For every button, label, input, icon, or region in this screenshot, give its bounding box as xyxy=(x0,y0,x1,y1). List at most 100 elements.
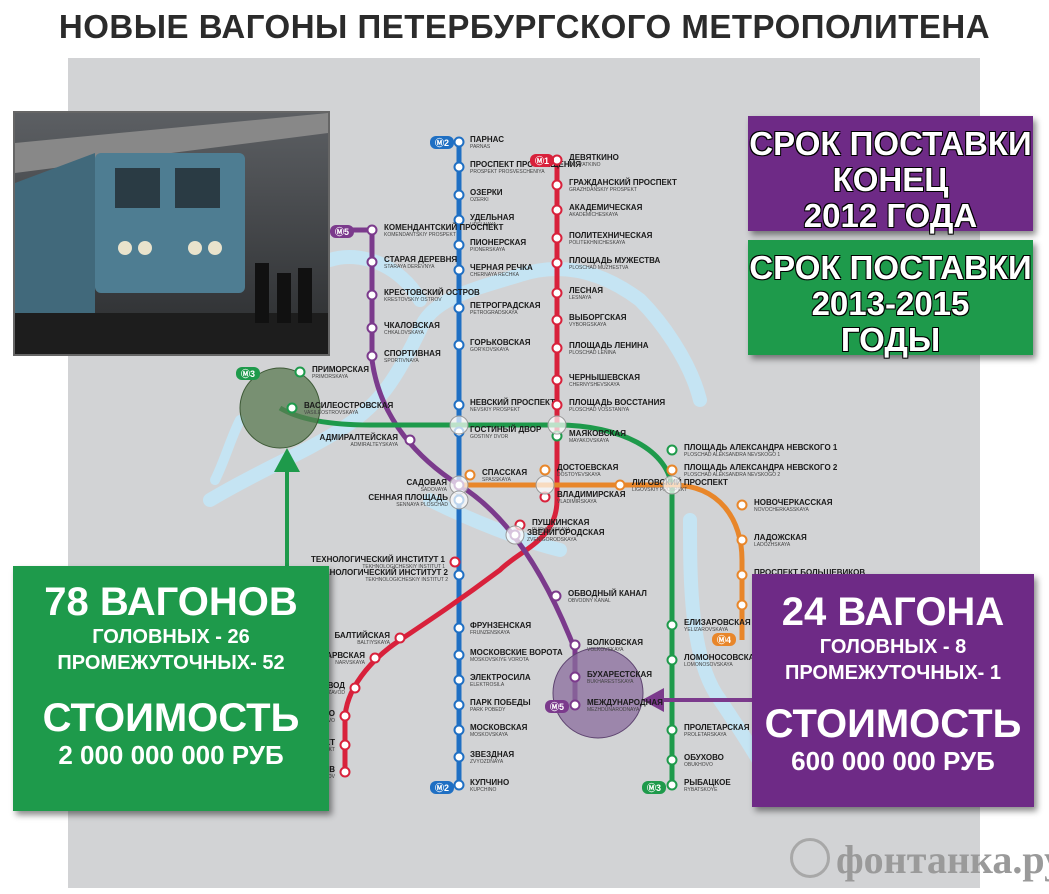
station-latin-line4-1: DOSTOYEVSKAYA xyxy=(557,472,601,478)
station-dot-line2-7 xyxy=(453,339,465,351)
station-dot-line3-6 xyxy=(666,724,678,736)
deadline-2013-line-1: СРОК ПОСТАВКИ xyxy=(749,249,1032,286)
station-latin-line2-11: TEKHNOLOGICHESKIY INSTITUT 2 xyxy=(365,577,448,583)
station-dot-line1-16 xyxy=(339,710,351,722)
line-2-bottom-badge-bg xyxy=(430,781,454,794)
fontanka-logo-text: фонтанка.ру xyxy=(836,837,1049,882)
line-3-bottom-badge-label: Ⓜ3 xyxy=(647,782,661,793)
station-dot-line1-15 xyxy=(349,682,361,694)
station-name-line1-5: ЛЕСНАЯ xyxy=(569,286,603,295)
deadline-2012-line-2: КОНЕЦ xyxy=(832,161,949,198)
station-dot-line1-3 xyxy=(551,232,563,244)
left-order-box: 78 ВАГОНОВ ГОЛОВНЫХ - 26 ПРОМЕЖУТОЧНЫХ- … xyxy=(13,566,329,811)
station-name-line2-14: ЭЛЕКТРОСИЛА xyxy=(470,673,531,682)
station-latin-line4-2: LIGOVSKIY PROSPEKT xyxy=(632,487,687,493)
station-dot-line5-8 xyxy=(550,590,562,602)
station-name-line2-17: ЗВЕЗДНАЯ xyxy=(470,750,514,759)
station-dot-line2-12 xyxy=(453,622,465,634)
station-latin-line2-7: GOR'KOVSKAYA xyxy=(470,347,510,353)
station-dot-line5-3 xyxy=(366,322,378,334)
station-latin-line5-6: SADOVAYA xyxy=(421,487,448,493)
station-latin-line4-0: SPASSKAYA xyxy=(482,477,512,483)
station-dot-line2-1 xyxy=(453,161,465,173)
station-name-line5-8: ОБВОДНЫЙ КАНАЛ xyxy=(568,589,647,598)
station-latin-line2-9: GOSTINY DVOR xyxy=(470,434,509,440)
transfer-node-6 xyxy=(449,490,469,510)
left-cost-label: СТОИМОСТЬ xyxy=(42,696,300,740)
station-name-line1-7: ПЛОЩАДЬ ЛЕНИНА xyxy=(569,341,649,350)
line-5-bottom-badge-label: Ⓜ5 xyxy=(550,701,564,712)
right-mid-cars: ПРОМЕЖУТОЧНЫХ- 1 xyxy=(784,662,1002,684)
deadline-2012-box: СРОК ПОСТАВКИ КОНЕЦ 2012 ГОДА xyxy=(748,116,1033,234)
station-dot-line2-2 xyxy=(453,189,465,201)
station-name-line1-4: ПЛОЩАДЬ МУЖЕСТВА xyxy=(569,256,661,265)
station-name-line2-11: ТЕХНОЛОГИЧЕСКИЙ ИНСТИТУТ 2 xyxy=(314,568,449,577)
station-name-line1-1: ГРАЖДАНСКИЙ ПРОСПЕКТ xyxy=(569,178,677,187)
line-3-bottom-badge-bg xyxy=(642,781,666,794)
transfer-node-0 xyxy=(449,415,469,435)
station-name-line2-9: ГОСТИНЫЙ ДВОР xyxy=(470,425,542,434)
deadline-2013-box: СРОК ПОСТАВКИ 2013-2015 ГОДЫ xyxy=(748,240,1033,358)
green-arrow-head xyxy=(274,448,300,472)
station-dot-line2-5 xyxy=(453,264,465,276)
line-3-badge-label: Ⓜ3 xyxy=(241,368,255,379)
station-latin-line5-3: CHKALOVSKAYA xyxy=(384,330,424,336)
station-latin-line1-4: PLOSCHAD MUZHESTVA xyxy=(569,265,629,271)
station-latin-line2-2: OZERKI xyxy=(470,197,489,203)
station-name-line2-15: ПАРК ПОБЕДЫ xyxy=(470,698,531,707)
station-latin-line5-8: OBVODNY KANAL xyxy=(568,598,611,604)
station-latin-line1-1: GRAZHDANSKIY PROSPEKT xyxy=(569,187,637,193)
station-dot-line2-17 xyxy=(453,751,465,763)
station-dot-line3-7 xyxy=(666,754,678,766)
station-dot-line2-11 xyxy=(453,569,465,581)
station-name-line2-1: ПРОСПЕКТ ПРОСВЕЩЕНИЯ xyxy=(470,160,581,169)
station-latin-line1-10: VLADIMIRSKAYA xyxy=(557,499,597,505)
left-wagon-count: 78 ВАГОНОВ xyxy=(44,580,298,624)
station-dot-line5-1 xyxy=(366,256,378,268)
line-5-path xyxy=(345,227,578,700)
station-dot-line1-17 xyxy=(339,739,351,751)
station-latin-line4-5: LADOZHSKAYA xyxy=(754,542,791,548)
station-name-line2-10: СЕННАЯ ПЛОЩАДЬ xyxy=(368,493,448,502)
station-name-line2-0: ПАРНАС xyxy=(470,135,504,144)
station-latin-line1-14: NARVSKAYA xyxy=(335,660,365,666)
station-latin-line5-4: SPORTIVNAYA xyxy=(384,358,419,364)
station-latin-line3-7: OBUKHOVO xyxy=(684,762,713,768)
station-name-line2-6: ПЕТРОГРАДСКАЯ xyxy=(470,301,541,310)
station-dot-line3-8 xyxy=(666,779,678,791)
station-latin-line2-3: UDELNAYA xyxy=(470,222,497,228)
station-name-line2-18: КУПЧИНО xyxy=(470,778,509,787)
station-latin-line5-5: ADMIRALTEYSKAYA xyxy=(350,442,398,448)
station-name-line2-16: МОСКОВСКАЯ xyxy=(470,723,528,732)
station-dot-line5-10 xyxy=(569,671,581,683)
station-name-line4-4: НОВОЧЕРКАССКАЯ xyxy=(754,498,833,507)
station-name-line5-6: САДОВАЯ xyxy=(407,478,448,487)
station-latin-line2-13: MOSKOVSKIYE VOROTA xyxy=(470,657,529,663)
station-name-line3-5: ЛОМОНОСОВСКАЯ xyxy=(684,653,760,662)
station-dot-line1-6 xyxy=(551,314,563,326)
station-name-line3-3: ПЛОЩАДЬ АЛЕКСАНДРА НЕВСКОГО 1 xyxy=(684,443,838,452)
station-dot-line2-16 xyxy=(453,724,465,736)
river-branch xyxy=(210,415,245,485)
station-latin-line2-18: KUPCHINO xyxy=(470,787,497,793)
transfer-node-4 xyxy=(662,475,682,495)
station-latin-line1-6: VYBORGSKAYA xyxy=(569,322,607,328)
station-name-line1-2: АКАДЕМИЧЕСКАЯ xyxy=(569,203,643,212)
station-latin-line2-16: MOSKOVSKAYA xyxy=(470,732,509,738)
station-latin-line1-9: PLOSCHAD VOSSTANIYA xyxy=(569,407,630,413)
station-name-line5-9: ВОЛКОВСКАЯ xyxy=(587,638,643,647)
station-name-line1-12: ТЕХНОЛОГИЧЕСКИЙ ИНСТИТУТ 1 xyxy=(311,555,446,564)
station-dot-line5-0 xyxy=(366,224,378,236)
station-latin-line3-0: PRIMORSKAYA xyxy=(312,374,349,380)
station-latin-line5-10: BUKHARESTSKAYA xyxy=(587,679,634,685)
station-name-line5-2: КРЕСТОВСКИЙ ОСТРОВ xyxy=(384,288,480,297)
page-title: НОВЫЕ ВАГОНЫ ПЕТЕРБУРГСКОГО МЕТРОПОЛИТЕН… xyxy=(58,8,991,45)
station-name-line4-6: ПРОСПЕКТ БОЛЬШЕВИКОВ xyxy=(754,568,865,577)
station-latin-line5-2: KRESTOVSKIY OSTROV xyxy=(384,297,442,303)
station-name-line5-10: БУХАРЕСТСКАЯ xyxy=(587,670,652,679)
station-name-line1-11: ПУШКИНСКАЯ xyxy=(532,518,590,527)
station-name-line4-5: ЛАДОЖСКАЯ xyxy=(754,533,807,542)
left-head-cars: ГОЛОВНЫХ - 26 xyxy=(92,626,250,648)
station-name-line2-12: ФРУНЗЕНСКАЯ xyxy=(470,621,531,630)
station-dot-line4-7 xyxy=(736,599,748,611)
